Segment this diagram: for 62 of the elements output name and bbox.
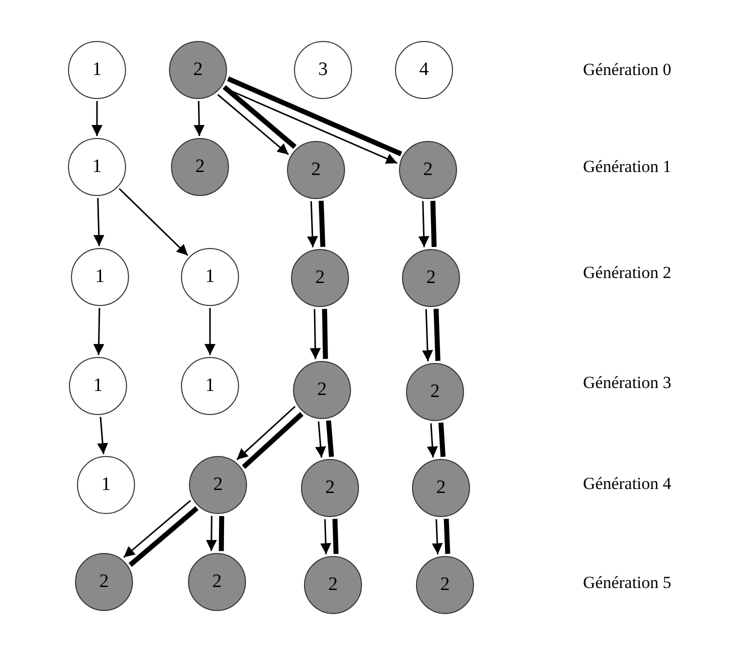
arrow [236,406,296,460]
arrow [92,101,102,136]
generation-label: Génération 3 [583,374,672,391]
node-label: 2 [440,572,450,597]
arrow [194,100,205,136]
arrow [217,94,289,156]
node-label: 1 [93,374,103,398]
arrow [310,309,321,360]
thick-line [322,308,328,359]
arrow [93,308,104,356]
arrow [422,309,434,362]
arrow [206,516,217,551]
arrow [418,201,430,248]
node-label: 2 [430,380,440,404]
node-label: 2 [317,378,327,402]
node-label: 2 [195,154,205,179]
node-label: 1 [205,374,215,398]
node-label: 4 [419,58,429,82]
thick-line [318,200,326,247]
node-label: 2 [328,572,338,597]
node-label: 1 [205,264,215,289]
thick-line [430,200,437,247]
generation-label: Génération 0 [583,61,672,78]
arrow [320,519,332,554]
arrow [97,416,108,454]
thick-line [434,308,440,361]
generation-label: Génération 4 [583,475,672,492]
node-label: 2 [212,570,222,594]
node-label: 1 [92,58,102,82]
generation-label: Génération 5 [583,574,672,591]
node-label: 2 [426,266,436,290]
thick-line [128,506,199,567]
node-label: 2 [213,472,223,497]
arrow [432,519,443,554]
thick-line [444,518,450,554]
arrow [93,198,104,246]
thick-line [227,76,402,156]
thick-line [222,85,297,149]
arrow [426,423,438,458]
node-label: 2 [99,570,109,594]
arrow [306,201,318,248]
arrow [123,500,191,558]
node-label: 2 [315,266,325,290]
generation-label: Génération 2 [583,264,672,281]
generation-label: Génération 1 [583,158,672,175]
node-label: 2 [436,476,446,500]
arrow [315,421,326,458]
thick-line [218,516,224,552]
thick-line [326,420,334,457]
arrow [204,308,216,355]
node-label: 2 [311,158,321,182]
arrow [118,188,188,256]
node-label: 3 [318,58,328,82]
thick-line [332,518,339,554]
thick-line [242,412,304,469]
node-label: 1 [95,264,105,289]
node-label: 2 [193,58,203,82]
thick-line [438,422,446,457]
node-label: 1 [101,472,111,497]
node-label: 2 [325,476,335,500]
node-label: 1 [92,154,102,179]
node-label: 2 [423,158,433,182]
